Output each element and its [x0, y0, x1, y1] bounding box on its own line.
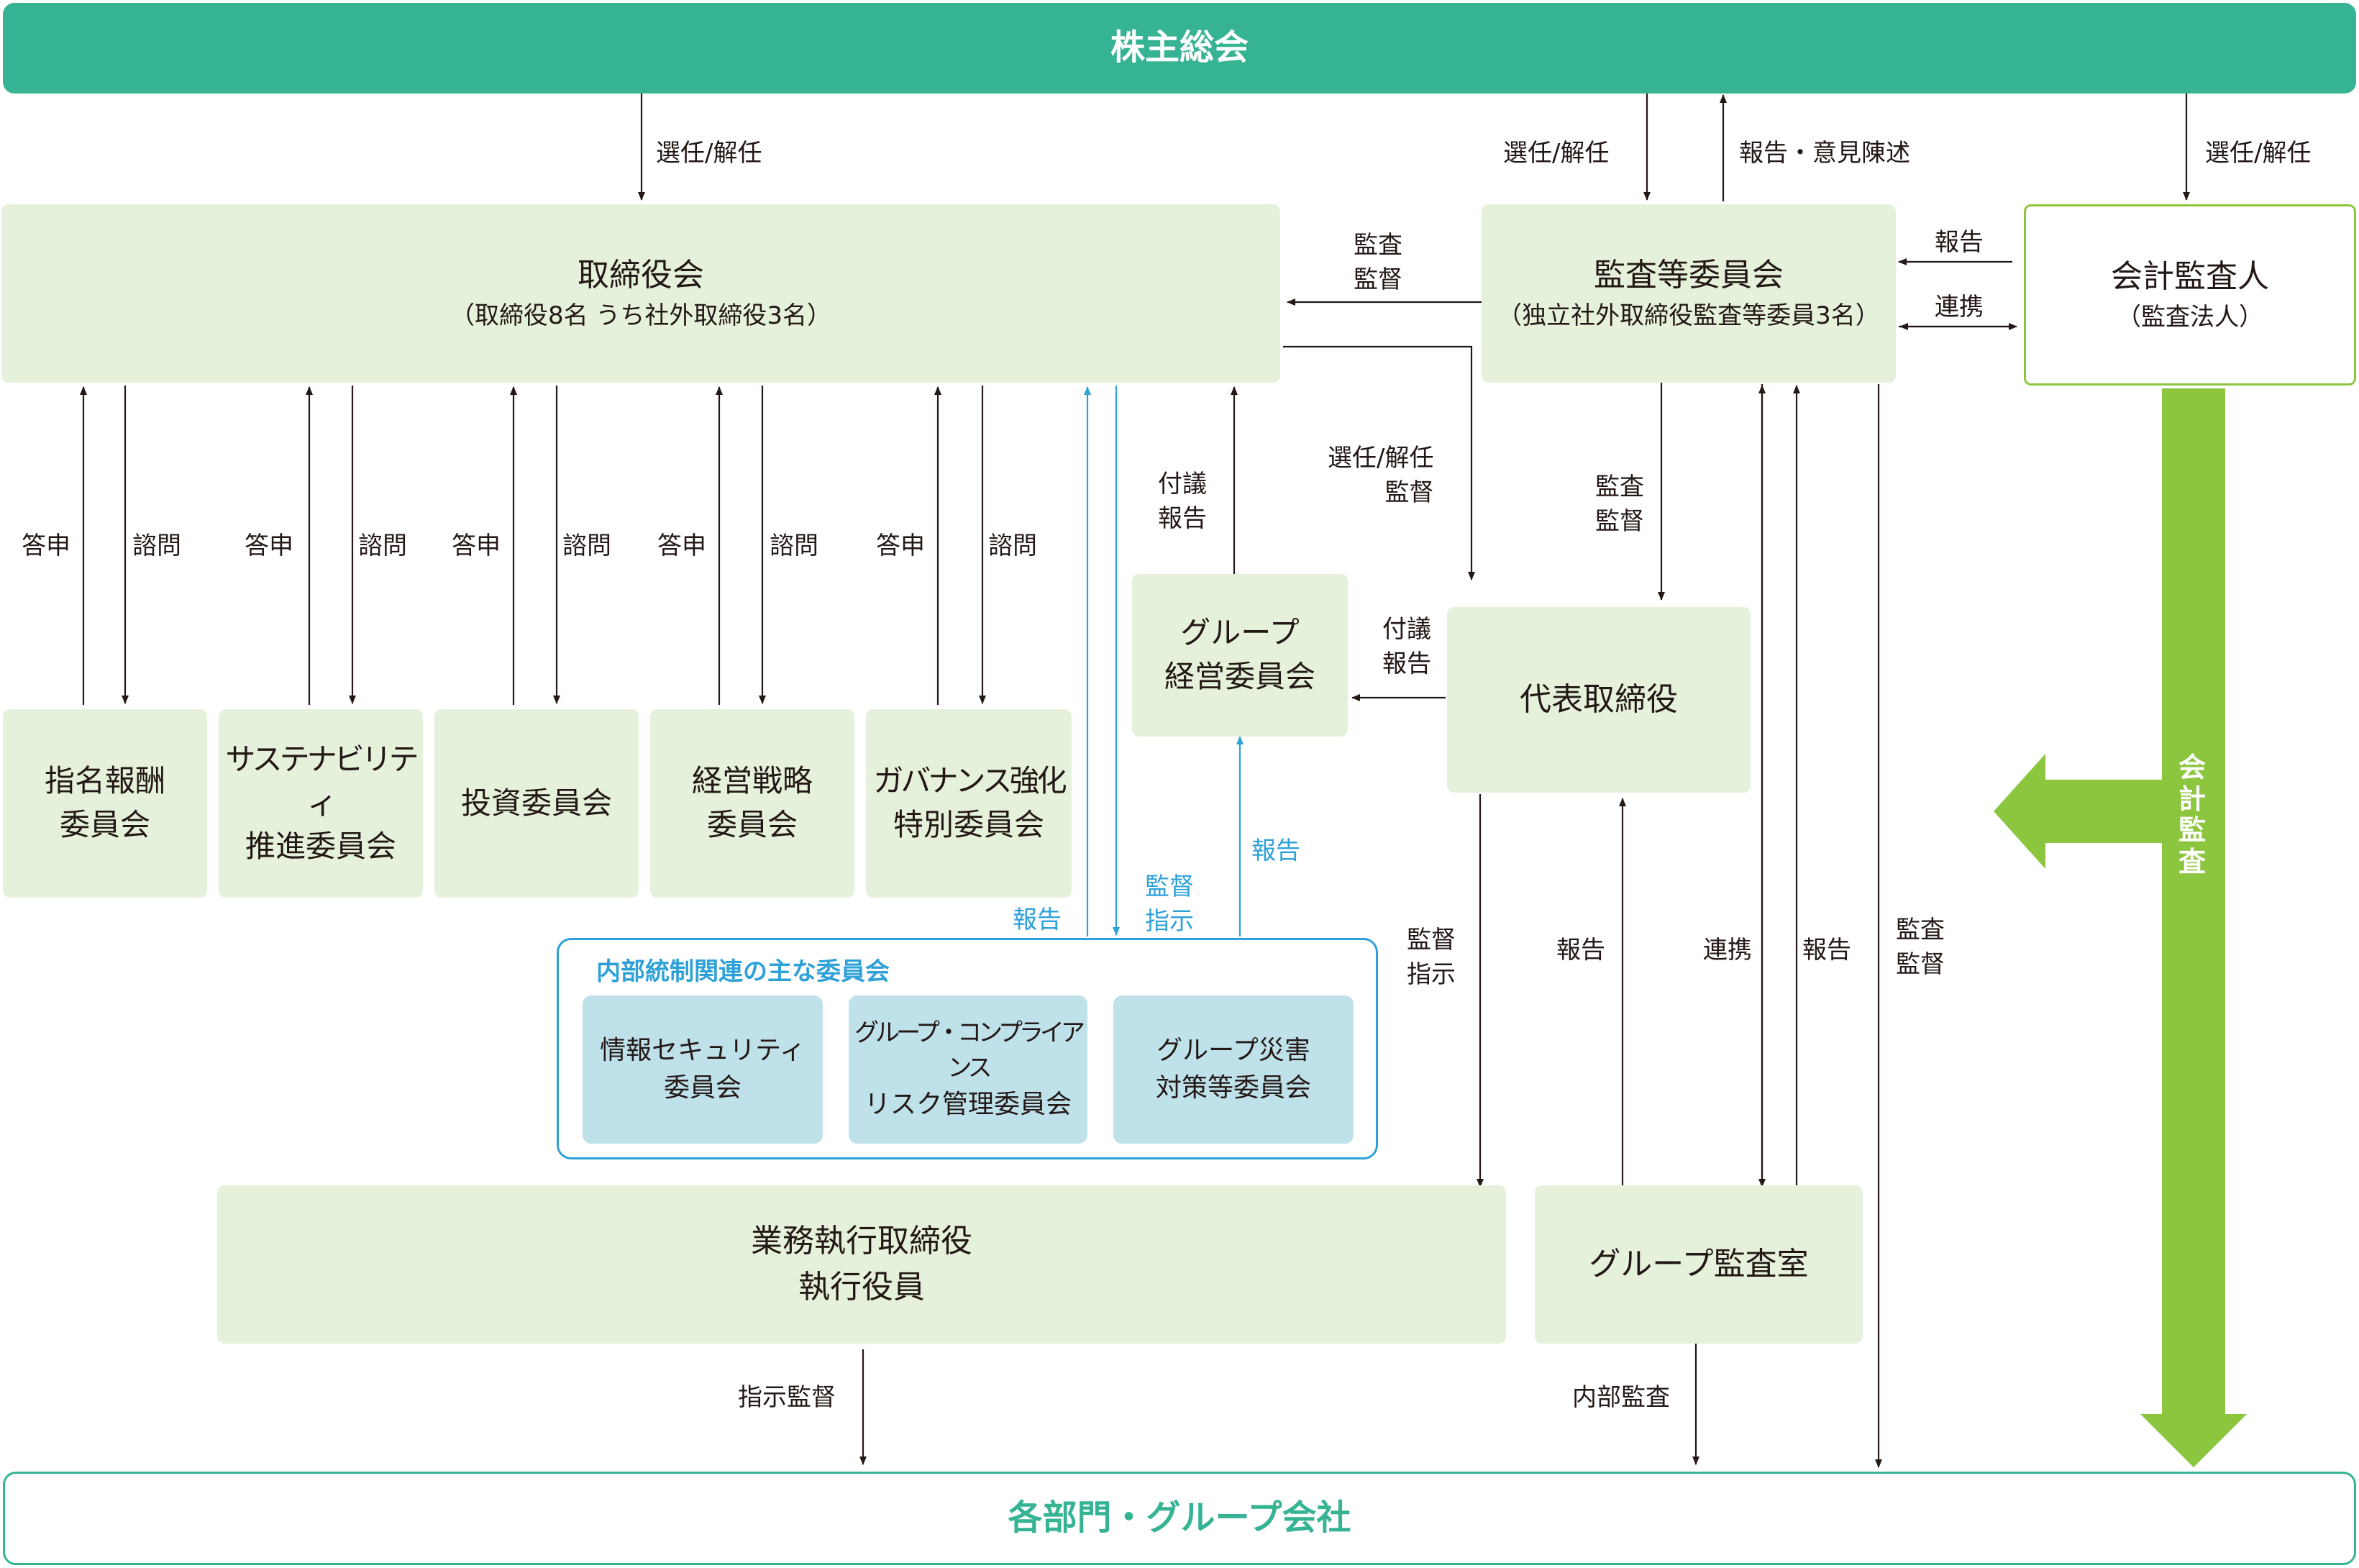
instruction-supervision-label: 指示監督	[738, 1383, 836, 1412]
report-opinion-label: 報告・意見陳述	[1739, 139, 1910, 168]
audit-label: 監査	[1354, 231, 1402, 260]
supervision-instruction-label: 監督 指示	[1407, 924, 1456, 992]
inquiry-label: 諮問	[770, 532, 818, 560]
board-composition: （取締役8名 うち社外取締役3名）	[450, 301, 832, 331]
advisory-committee-line2: 特別委員会	[893, 807, 1044, 842]
proposal-label: 付議	[1158, 470, 1207, 498]
supervision-label: 監督	[1354, 265, 1402, 294]
report-label: 報告	[1556, 936, 1605, 965]
instruction-label: 指示	[1407, 960, 1456, 989]
elect-dismiss-label: 選任/解任	[656, 139, 762, 168]
inquiry-label: 諮問	[132, 532, 181, 560]
report-label: 報告	[1013, 906, 1062, 934]
audit-supervision-label: 監査 監督	[1354, 229, 1402, 297]
inquiry-label: 諮問	[562, 532, 611, 560]
internal-audit-label: 内部監査	[1572, 1383, 1670, 1412]
accounting-auditor-title: 会計監査人	[2111, 258, 2269, 296]
advisory-committee-sustainability: サステナビリティ 推進委員会	[219, 709, 423, 898]
audit-supervision-label: 監査 監督	[1595, 470, 1644, 539]
supervision-label: 監督	[1595, 506, 1644, 536]
disaster-response-committee: グループ災害 対策等委員会	[1113, 995, 1354, 1144]
elect-dismiss-label: 選任/解任	[1328, 444, 1434, 473]
ic-committee-line1: 情報セキュリティ	[600, 1035, 806, 1065]
ic-committee-line2: 委員会	[663, 1073, 742, 1103]
accounting-audit-label: 会計監査	[2178, 752, 2206, 878]
report-label: 報告	[1935, 228, 1984, 257]
advisory-committee-line1: 指名報酬	[44, 763, 165, 799]
ic-committee-line2: リスク管理委員会	[864, 1090, 1072, 1120]
inquiry-label: 諮問	[358, 532, 407, 560]
advisory-committee-line2: 委員会	[706, 807, 798, 842]
advisory-committee-line1: ガバナンス強化	[873, 763, 1067, 799]
advisory-committee-management-strategy: 経営戦略 委員会	[650, 709, 854, 898]
ic-committee-line1: グループ災害	[1156, 1035, 1310, 1065]
audit-committee-title: 監査等委員会	[1594, 257, 1784, 294]
answer-label: 答申	[876, 532, 925, 560]
group-management-committee-line2: 経営委員会	[1164, 659, 1315, 694]
answer-label: 答申	[22, 532, 70, 560]
information-security-committee: 情報セキュリティ 委員会	[583, 995, 823, 1144]
supervision-label: 監督	[1896, 949, 1945, 979]
advisory-committee-line1: 経営戦略	[691, 763, 813, 799]
advisory-committee-line1: サステナビリティ	[225, 741, 419, 821]
supervision-label: 監督	[1407, 926, 1456, 954]
answer-label: 答申	[452, 532, 501, 560]
executive-officers-line2: 執行役員	[798, 1269, 925, 1305]
report-label: 報告	[1382, 649, 1431, 678]
audit-label: 監査	[1595, 473, 1644, 501]
shareholders-meeting: 株主総会	[3, 3, 2356, 94]
proposal-report-label: 付議 報告	[1158, 468, 1207, 536]
ic-committee-line1: グループ・コンプライアンス	[854, 1018, 1085, 1082]
advisory-committee-line2: 委員会	[59, 807, 150, 842]
ic-committee-line2: 対策等委員会	[1155, 1073, 1311, 1103]
executive-officers-line1: 業務執行取締役	[751, 1223, 972, 1260]
group-management-committee-line1: グループ	[1180, 615, 1300, 651]
accounting-audit-left-arrow	[1994, 754, 2225, 869]
group-management-committee: グループ 経営委員会	[1132, 574, 1348, 737]
cooperation-label: 連携	[1703, 936, 1752, 965]
group-audit-office: グループ監査室	[1535, 1185, 1863, 1344]
accounting-auditor: 会計監査人 （監査法人）	[2024, 204, 2356, 386]
shareholders-meeting-label: 株主総会	[1110, 27, 1249, 68]
group-audit-office-label: グループ監査室	[1589, 1246, 1809, 1283]
report-label: 報告	[1158, 503, 1207, 533]
cooperation-label: 連携	[1935, 293, 1984, 322]
board-title: 取締役会	[578, 257, 704, 294]
supervision-label: 監督	[1384, 478, 1434, 507]
executive-officers: 業務執行取締役 執行役員	[217, 1185, 1506, 1344]
advisory-committee-line1: 投資委員会	[460, 785, 612, 821]
departments-label: 各部門・グループ会社	[1008, 1498, 1351, 1539]
internal-control-committees-group: 内部統制関連の主な委員会	[557, 938, 1378, 1159]
report-label: 報告	[1802, 936, 1851, 965]
advisory-committee-line2: 推進委員会	[245, 829, 396, 865]
representative-director: 代表取締役	[1447, 607, 1751, 793]
audit-committee-composition: （独立社外取締役監査等委員3名）	[1497, 301, 1880, 331]
board-of-directors: 取締役会 （取締役8名 うち社外取締役3名）	[1, 204, 1280, 383]
advisory-committee-nomination-compensation: 指名報酬 委員会	[3, 709, 207, 898]
audit-committee: 監査等委員会 （独立社外取締役監査等委員3名）	[1482, 204, 1896, 383]
departments-group-companies: 各部門・グループ会社	[3, 1472, 2356, 1565]
proposal-report-label: 付議 報告	[1382, 613, 1431, 681]
supervision-label: 監督	[1145, 872, 1194, 901]
report-label: 報告	[1251, 837, 1300, 865]
instruction-label: 指示	[1145, 906, 1194, 936]
internal-control-title: 内部統制関連の主な委員会	[596, 957, 890, 986]
audit-supervision-label: 監査 監督	[1896, 913, 1945, 982]
supervision-instruction-label: 監督 指示	[1145, 870, 1194, 939]
compliance-risk-committee: グループ・コンプライアンス リスク管理委員会	[849, 995, 1087, 1144]
accounting-audit-down-arrow	[2140, 388, 2247, 1467]
inquiry-label: 諮問	[988, 532, 1037, 560]
elect-dismiss-supervision-label: 選任/解任 監督	[1328, 442, 1433, 510]
elect-dismiss-label: 選任/解任	[1503, 139, 1610, 168]
advisory-committee-governance: ガバナンス強化 特別委員会	[866, 709, 1072, 898]
advisory-committee-investment: 投資委員会	[434, 709, 639, 898]
accounting-auditor-note: （監査法人）	[2117, 303, 2263, 332]
answer-label: 答申	[657, 532, 706, 560]
audit-label: 監査	[1896, 916, 1945, 944]
representative-director-label: 代表取締役	[1520, 681, 1678, 719]
elect-dismiss-label: 選任/解任	[2205, 139, 2312, 168]
proposal-label: 付議	[1382, 615, 1431, 644]
answer-label: 答申	[245, 532, 293, 560]
